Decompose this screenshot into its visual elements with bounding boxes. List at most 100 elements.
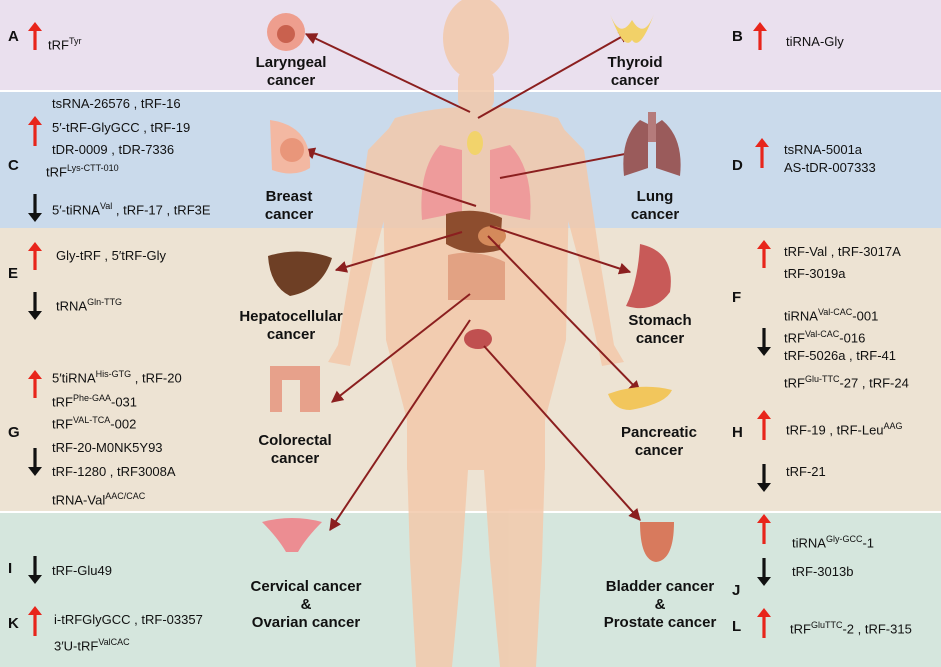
down-arrow-e <box>28 292 42 320</box>
breast-l1: Breast <box>265 188 313 205</box>
c-up4-sup: Lys-CTT-010 <box>66 163 119 173</box>
g-u2-end: -031 <box>110 394 138 410</box>
e-down: tRNA <box>56 298 88 314</box>
connector-colorectal <box>331 293 471 403</box>
f-d1: tiRNA <box>784 308 818 324</box>
a-up: tRF <box>48 37 69 53</box>
stomach-l1: Stomach <box>628 312 692 329</box>
panel-a-up-text: tRFTyr <box>48 33 81 53</box>
up-arrow-l <box>757 608 771 638</box>
g-u2: tRF <box>52 394 73 410</box>
panel-g-down-2: tRF-1280 , tRF3008A <box>52 464 176 479</box>
g-u3: tRF <box>52 416 73 432</box>
down-arrow-i <box>28 556 42 584</box>
l-up-sup: GluTTC <box>810 620 843 630</box>
hepato-l1: Hepatocellular <box>239 308 343 325</box>
f-d2-sup: Val-CAC <box>804 329 840 339</box>
pancreatic-l1: Pancreatic <box>621 424 697 441</box>
panel-g-up-2: tRFPhe-GAA-031 <box>52 390 137 410</box>
g-u2-sup: Phe-GAA <box>72 393 111 403</box>
laryngeal-l2: cancer <box>266 72 316 89</box>
breast-icon <box>270 120 311 174</box>
down-arrow-g <box>28 448 42 476</box>
panel-g-down-1: tRF-20-M0NK5Y93 <box>52 440 163 455</box>
panel-f-down-4: tRFGlu-TTC-27 , tRF-24 <box>784 371 909 391</box>
hepato-l2: cancer <box>266 326 316 343</box>
thyroid-l2: cancer <box>610 72 660 89</box>
panel-g-up-3: tRFVAL-TCA-002 <box>52 412 136 432</box>
panel-e-down: tRNAGln-TTG <box>56 294 122 314</box>
c-up4: tRF <box>46 164 67 180</box>
panel-f-down-3: tRF-5026a , tRF-41 <box>784 348 896 363</box>
panel-f-down-2: tRFVal-CAC-016 <box>784 326 865 346</box>
panel-f-up-1: tRF-Val , tRF-3017A <box>784 244 901 259</box>
thyroid-l1: Thyroid <box>607 54 663 71</box>
colon-icon <box>270 366 320 412</box>
up-arrow-b <box>753 22 767 50</box>
k-up2-sup: ValCAC <box>98 637 130 647</box>
panel-letter-i: I <box>8 560 13 577</box>
f-d4: tRF <box>784 375 805 391</box>
lung-l2: cancer <box>630 206 680 223</box>
panel-letter-f: F <box>732 289 742 306</box>
connector-stomach <box>489 225 632 275</box>
cervical-l3: Ovarian cancer <box>251 614 361 631</box>
connector-thyroid <box>477 31 632 119</box>
liver-icon <box>268 251 332 296</box>
connector-lung <box>499 146 648 179</box>
panel-i-down: tRF-Glu49 <box>52 563 112 578</box>
panel-d-up-2: AS-tDR-007333 <box>784 160 876 175</box>
band-reproductive <box>0 513 941 667</box>
j-up-sup: Gly-GCC <box>825 534 863 544</box>
panel-f-up-2: tRF-3019a <box>784 266 846 281</box>
panel-h-down: tRF-21 <box>786 464 826 479</box>
stomach-icon <box>626 244 671 309</box>
bladder-icon <box>640 522 674 562</box>
thyroid-icon <box>610 14 654 43</box>
up-arrow-j <box>757 514 771 544</box>
panel-c-up-3: tDR-0009 , tDR-7336 <box>52 142 175 157</box>
panel-c-up-2: 5′-tRF-GlyGCC , tRF-19 <box>52 120 191 135</box>
panel-c-up-4: tRFLys-CTT-010 <box>46 160 119 180</box>
up-arrow-h <box>757 410 771 440</box>
up-arrow-k <box>28 606 42 636</box>
lung-icon <box>623 112 681 176</box>
f-d1-sup: Val-CAC <box>817 307 853 317</box>
j-up-end: -1 <box>862 535 875 551</box>
a-up-sup: Tyr <box>68 36 82 46</box>
j-up: tiRNA <box>792 535 826 551</box>
k-up2: 3′U-tRF <box>54 638 99 654</box>
h-up-sup: AAG <box>883 421 903 431</box>
g-u1-end: , tRF-20 <box>131 370 182 386</box>
connector-bladder <box>483 345 641 521</box>
pancreatic-l2: cancer <box>634 442 684 459</box>
panel-letter-b: B <box>732 28 743 45</box>
down-arrow-h <box>757 464 771 492</box>
panel-j-down: tRF-3013b <box>792 564 854 579</box>
g-d3-sup: AAC/CAC <box>105 491 146 501</box>
l-up: tRF <box>790 621 811 637</box>
g-d3: tRNA-Val <box>52 492 106 508</box>
panel-letter-a: A <box>8 28 19 45</box>
panel-k-up-2: 3′U-tRFValCAC <box>54 634 130 654</box>
uterus-icon <box>262 518 322 552</box>
panel-letter-g: G <box>8 424 20 441</box>
internal-organs <box>421 131 531 349</box>
cervical-l1: Cervical cancer <box>250 578 362 595</box>
panel-g-down-3: tRNA-ValAAC/CAC <box>52 488 145 508</box>
c-down-sup: Val <box>99 201 113 211</box>
panel-k-up-1: i-tRFGlyGCC , tRF-03357 <box>54 612 203 627</box>
panel-j-up: tiRNAGly-GCC-1 <box>792 531 874 551</box>
panel-c-down: 5′-tiRNAVal , tRF-17 , tRF3E <box>52 198 211 218</box>
e-down-sup: Gln-TTG <box>87 297 123 307</box>
connector-cervical <box>329 319 471 531</box>
